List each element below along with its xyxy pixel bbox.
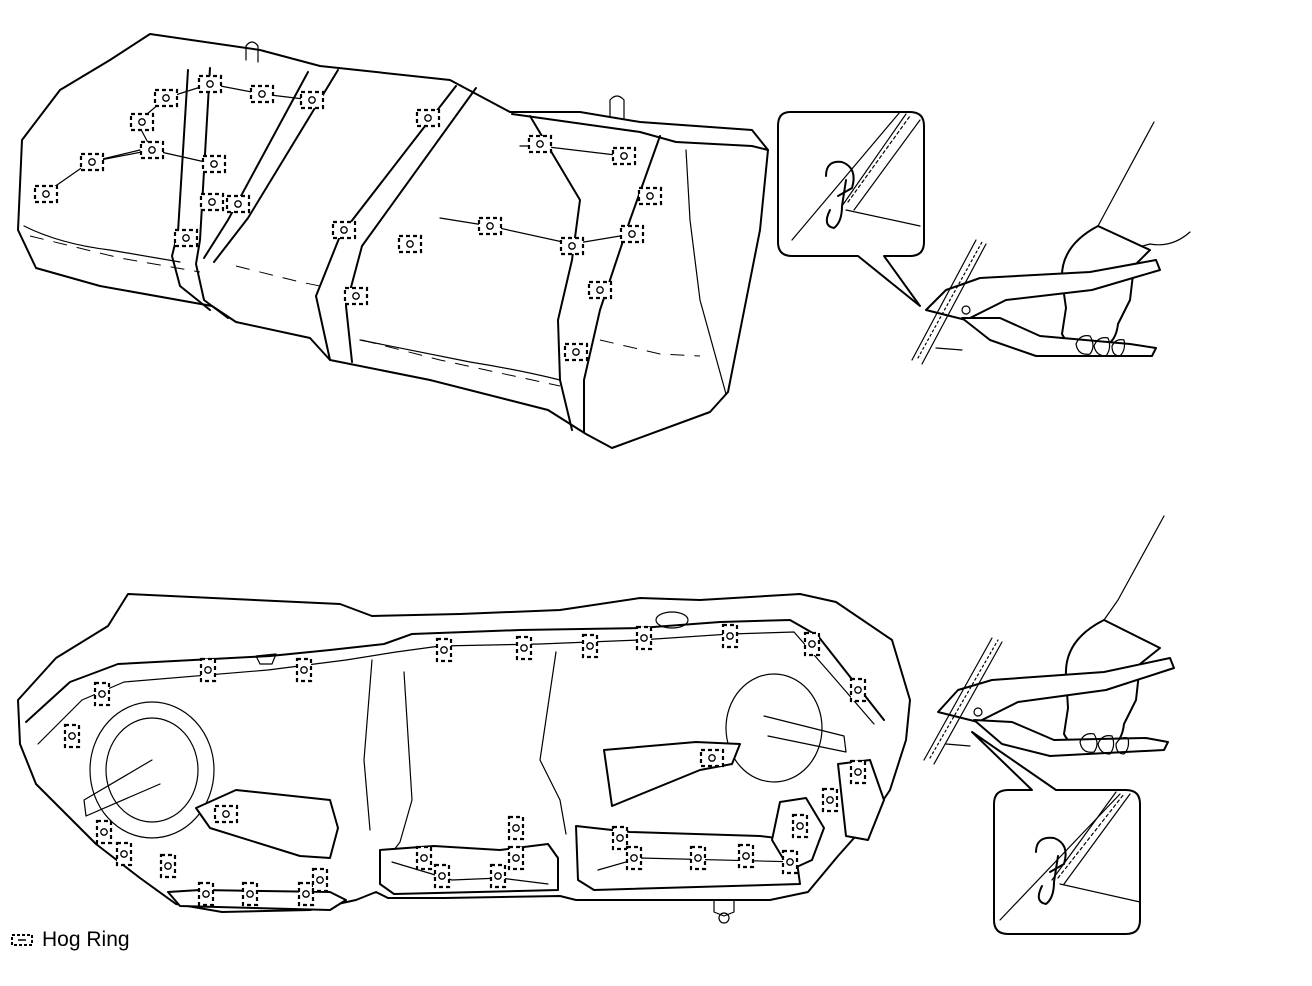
hog-ring (213, 804, 239, 824)
hog-ring (93, 681, 111, 707)
hog-ring (95, 819, 113, 845)
hog-ring (587, 280, 613, 300)
hog-ring (563, 342, 589, 362)
hog-ring (199, 192, 225, 212)
hog-ring (791, 813, 809, 839)
hog-ring (477, 216, 503, 236)
hog-ring (435, 637, 453, 663)
hog-ring (299, 90, 325, 110)
hog-ring (721, 623, 739, 649)
hog-ring (415, 108, 441, 128)
hog-ring (241, 881, 259, 907)
hog-ring (527, 134, 553, 154)
hog-ring (295, 657, 313, 683)
top-pliers-hand (911, 121, 1191, 365)
hog-ring (515, 635, 533, 661)
hog-ring (433, 863, 451, 889)
hog-ring-markers (33, 74, 867, 907)
bottom-pliers-hand (923, 515, 1175, 765)
hog-ring (63, 723, 81, 749)
hog-ring-symbol (11, 934, 33, 946)
hog-ring (397, 234, 423, 254)
bottom-detail-inset (971, 731, 1141, 935)
hog-ring (625, 845, 643, 871)
top-seat-cushion (17, 33, 769, 449)
hog-ring (849, 677, 867, 703)
hog-ring (611, 825, 629, 851)
hog-ring (343, 286, 369, 306)
hog-ring (507, 845, 525, 871)
hog-ring (225, 194, 251, 214)
hog-ring (489, 863, 507, 889)
hog-ring (331, 220, 357, 240)
hog-ring (689, 845, 707, 871)
hog-ring (201, 154, 227, 174)
hog-ring (297, 881, 315, 907)
hog-ring (129, 112, 155, 132)
hog-ring (803, 631, 821, 657)
legend-label: Hog Ring (42, 928, 130, 951)
hog-ring (249, 84, 275, 104)
hog-ring (173, 228, 199, 248)
hog-ring (311, 867, 329, 893)
hog-ring (637, 186, 663, 206)
hog-ring (415, 845, 433, 871)
hog-ring (153, 88, 179, 108)
hog-ring (199, 657, 217, 683)
hog-ring (635, 625, 653, 651)
hog-ring (79, 152, 105, 172)
hog-ring (139, 140, 165, 160)
hog-ring (507, 815, 525, 841)
hog-ring (197, 881, 215, 907)
hog-ring (849, 759, 867, 785)
hog-ring (699, 748, 725, 768)
hog-ring (559, 236, 585, 256)
top-detail-inset (777, 111, 925, 307)
legend: Hog Ring (10, 928, 130, 952)
hog-ring (197, 74, 223, 94)
hog-ring (619, 224, 645, 244)
hog-ring (821, 787, 839, 813)
hog-ring (33, 184, 59, 204)
hog-ring (737, 843, 755, 869)
hog-ring (611, 146, 637, 166)
hog-ring (115, 841, 133, 867)
hog-ring (781, 849, 799, 875)
hog-ring (159, 853, 177, 879)
bottom-seat-cushion (17, 593, 911, 924)
hog-ring (581, 633, 599, 659)
